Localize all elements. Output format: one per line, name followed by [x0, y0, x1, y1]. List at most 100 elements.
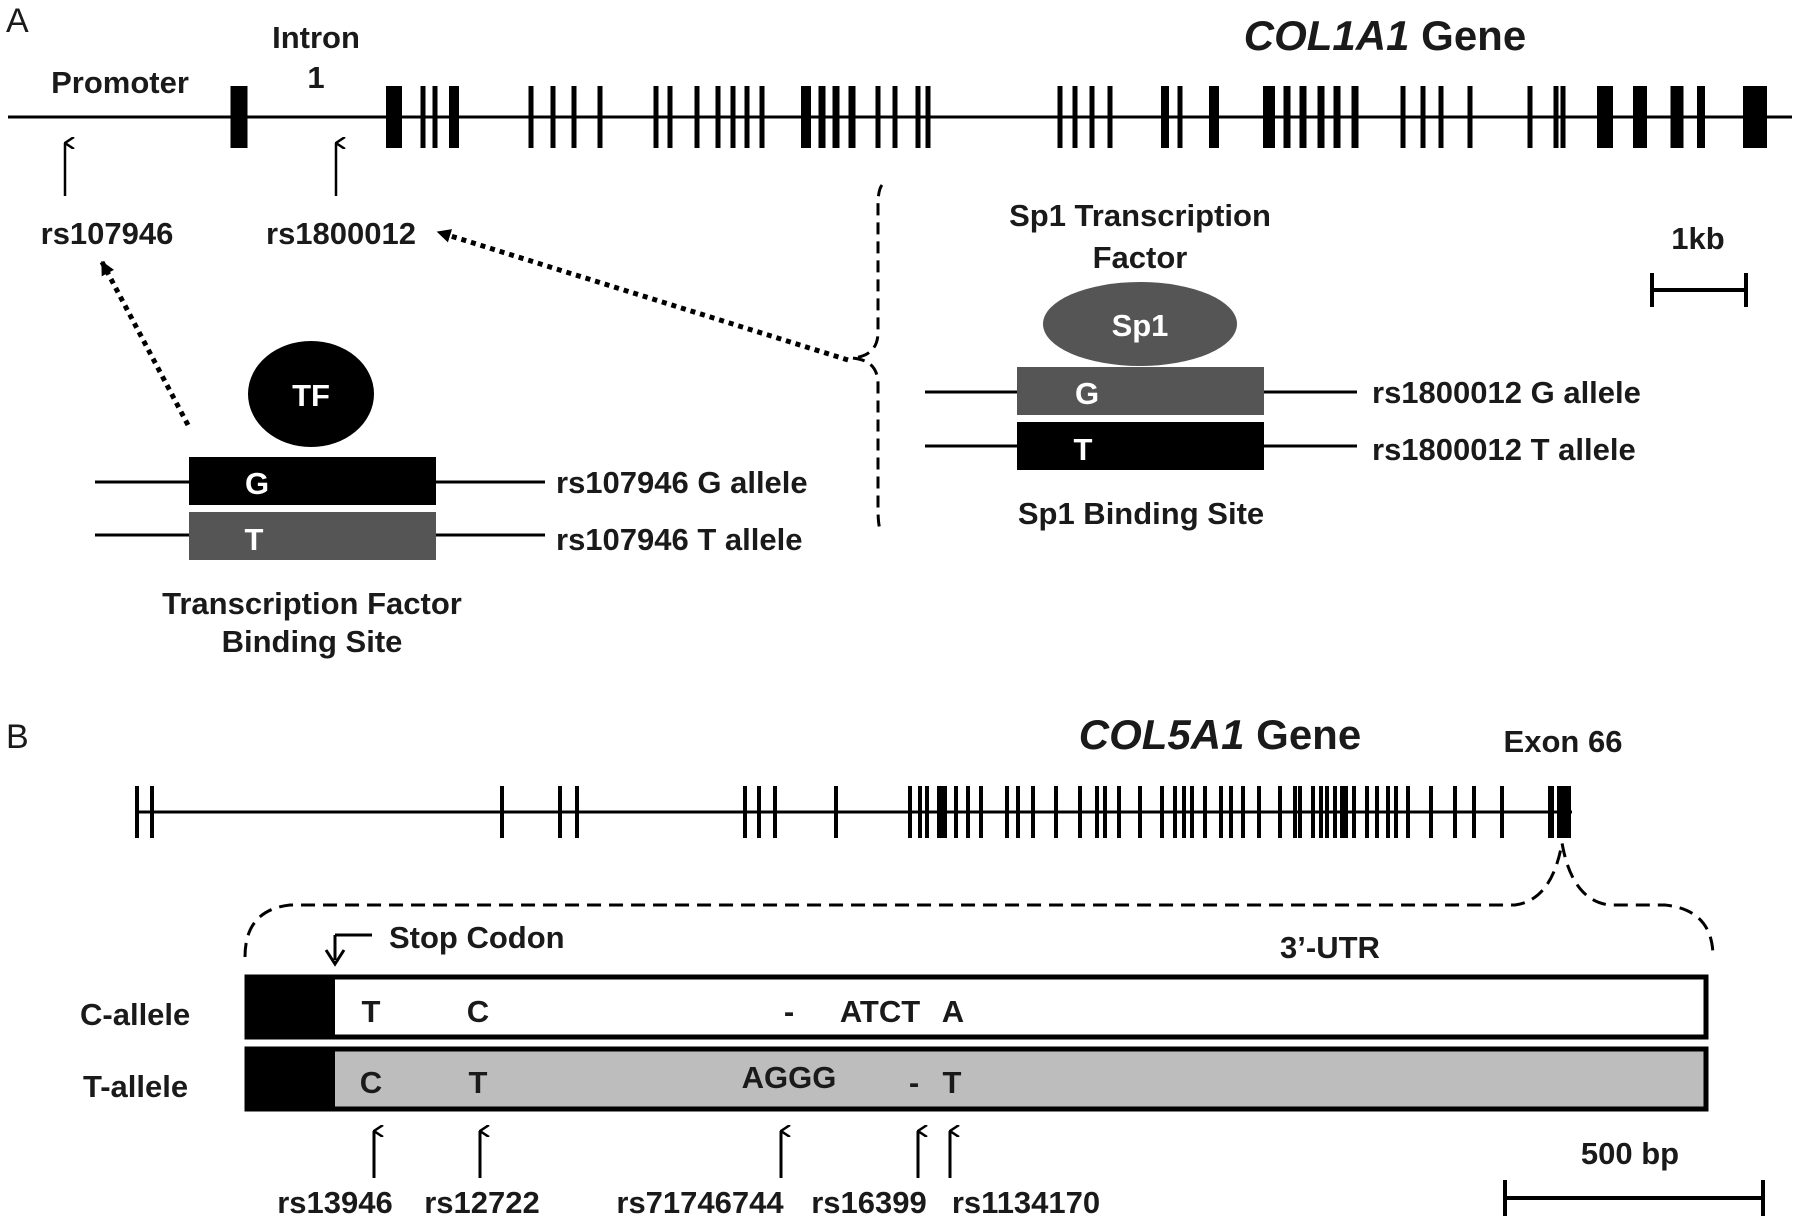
tf-dotted-arrow — [99, 260, 191, 427]
col5a1-exon-3 — [500, 786, 504, 838]
col5a1-exon-27 — [1173, 786, 1177, 838]
col5a1-exon-26 — [1160, 786, 1164, 838]
sp1-t-allele-box — [1017, 422, 1264, 470]
col1a1-exon-6 — [528, 86, 534, 148]
sp1-g-allele-label: rs1800012 G allele — [1372, 375, 1641, 410]
t-base-5: T — [943, 1065, 962, 1100]
snp-rs13946-label: rs13946 — [277, 1185, 393, 1220]
tf-t-allele-label: rs107946 T allele — [556, 522, 802, 557]
tf-g-allele-box — [189, 457, 436, 505]
col1a1-exon-26 — [1072, 86, 1078, 148]
col1a1-exon-28 — [1107, 86, 1113, 148]
col1a1-exon-16 — [759, 86, 765, 148]
col1a1-exon-41 — [1467, 86, 1473, 148]
promoter-label: Promoter — [51, 65, 189, 100]
c-base-1: T — [362, 994, 381, 1029]
col5a1-exon-34 — [1257, 786, 1261, 838]
utr-label: 3’-UTR — [1280, 930, 1380, 965]
col5a1-exon-40 — [1325, 786, 1329, 838]
t-allele-bar — [244, 1046, 1709, 1112]
col1a1-exon-45 — [1597, 86, 1613, 148]
exon66-label: Exon 66 — [1504, 724, 1623, 759]
col1a1-exon-32 — [1263, 86, 1275, 148]
col1a1-exon-22 — [892, 86, 898, 148]
t-allele-bases: C T AGGG - T — [360, 1060, 962, 1100]
col5a1-snp-arrows — [372, 1131, 950, 1178]
col1a1-exon-20 — [848, 86, 856, 148]
col1a1-exon-49 — [1743, 86, 1767, 148]
col5a1-exon-31 — [1219, 786, 1223, 838]
col1a1-exon-48 — [1697, 86, 1705, 148]
col5a1-exon-1 — [135, 786, 139, 838]
scale-500bp-bar — [1503, 1180, 1765, 1216]
col1a1-exon-11 — [667, 86, 673, 148]
col5a1-exon-17 — [1005, 786, 1009, 838]
col5a1-exon-45 — [1375, 786, 1379, 838]
col1a1-exon-35 — [1317, 86, 1325, 148]
sp1-title-line2: Factor — [1093, 240, 1188, 275]
snp-rs12722-label: rs12722 — [424, 1185, 540, 1220]
col5a1-exon-9 — [834, 786, 838, 838]
c-base-4: ATCT — [840, 994, 920, 1029]
col1a1-exon-7 — [550, 86, 556, 148]
sp1-factor-ellipse — [1043, 282, 1237, 366]
sp1-factor-label: Sp1 — [1112, 308, 1169, 343]
col5a1-exon-20 — [1054, 786, 1058, 838]
sp1-title-line1: Sp1 Transcription — [1009, 198, 1271, 233]
col5a1-exon-28 — [1182, 786, 1186, 838]
col5a1-exon-42 — [1340, 786, 1348, 838]
c-allele-bar — [244, 974, 1709, 1040]
col1a1-gene-name: COL1A1 — [1244, 12, 1410, 59]
c-allele-label: C-allele — [80, 997, 190, 1032]
col5a1-exon-33 — [1241, 786, 1245, 838]
col5a1-exon-4 — [558, 786, 562, 838]
col5a1-gene-name: COL5A1 — [1079, 711, 1245, 758]
tf-factor-ellipse — [248, 341, 374, 447]
col5a1-exons — [135, 786, 1571, 838]
col5a1-exon-50 — [1453, 786, 1457, 838]
col5a1-exon-53 — [1548, 786, 1554, 838]
sp1-t-letter: T — [1074, 432, 1093, 467]
col5a1-exon-13 — [937, 786, 947, 838]
col5a1-exon-14 — [954, 786, 958, 838]
tf-g-allele-label: rs107946 G allele — [556, 465, 808, 500]
col1a1-exon-1 — [230, 86, 248, 148]
col5a1-gene-word: Gene — [1244, 711, 1361, 758]
col5a1-exon-8 — [773, 786, 777, 838]
snp-rs16399-label: rs16399 — [811, 1185, 927, 1220]
col1a1-exon-31 — [1209, 86, 1219, 148]
scale-1kb-bar — [1650, 273, 1748, 307]
t-base-1: C — [360, 1065, 382, 1100]
t-base-2: T — [469, 1065, 488, 1100]
col1a1-exon-14 — [730, 86, 736, 148]
col1a1-exon-40 — [1438, 86, 1444, 148]
tf-g-letter: G — [245, 466, 269, 501]
col5a1-exon-51 — [1472, 786, 1476, 838]
sp1-curly-bracket — [851, 184, 884, 534]
col1a1-exon-29 — [1161, 86, 1169, 148]
intron-label-line2: 1 — [307, 60, 324, 95]
col1a1-exon-30 — [1177, 86, 1183, 148]
col1a1-exon-15 — [744, 86, 750, 148]
col5a1-exon-30 — [1203, 786, 1207, 838]
col1a1-exon-3 — [420, 86, 426, 148]
col5a1-exon-7 — [757, 786, 761, 838]
col5a1-exon-48 — [1406, 786, 1410, 838]
col5a1-exon-15 — [966, 786, 970, 838]
col1a1-exon-25 — [1057, 86, 1063, 148]
col5a1-exon-43 — [1352, 786, 1356, 838]
col1a1-exon-5 — [449, 86, 459, 148]
tf-factor-label: TF — [292, 378, 330, 413]
col5a1-exon-46 — [1386, 786, 1390, 838]
col5a1-exon-47 — [1394, 786, 1398, 838]
t-base-3: AGGG — [742, 1060, 837, 1095]
col5a1-exon-49 — [1429, 786, 1433, 838]
scale-500bp-label: 500 bp — [1581, 1136, 1679, 1171]
c-base-5: A — [942, 994, 964, 1029]
col5a1-exon-5 — [575, 786, 579, 838]
col5a1-exon-32 — [1229, 786, 1233, 838]
col5a1-exon-38 — [1311, 786, 1315, 838]
c-base-2: C — [467, 994, 489, 1029]
col5a1-exon-11 — [918, 786, 922, 838]
